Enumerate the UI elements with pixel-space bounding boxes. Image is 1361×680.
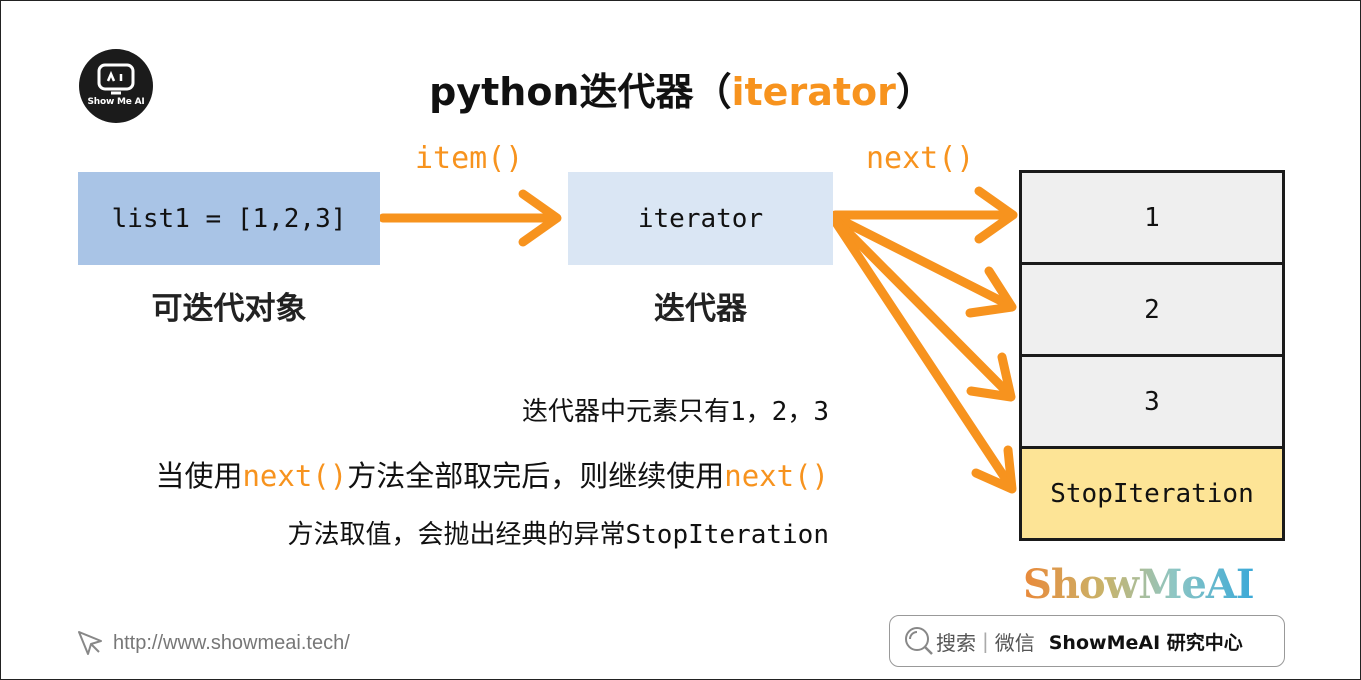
- title-accent: iterator: [731, 70, 896, 114]
- showmeai-logo: Show Me AI: [79, 49, 153, 123]
- arrowhead-next-3: [966, 352, 1016, 402]
- search-badge[interactable]: 搜索 | 微信 ShowMeAI 研究中心: [889, 615, 1285, 667]
- note-highlight: next(): [242, 459, 348, 493]
- arrow-next-2: [830, 212, 1010, 308]
- search-icon: [905, 627, 933, 655]
- cursor-icon: [78, 631, 102, 655]
- arrow-next-3: [830, 214, 1010, 395]
- search-label: 搜索: [936, 630, 976, 655]
- arrowhead-next-4: [971, 445, 1017, 494]
- url-text[interactable]: http://www.showmeai.tech/: [113, 631, 350, 654]
- iterable-caption: 可迭代对象: [151, 291, 307, 327]
- arrowhead-item: [518, 189, 562, 247]
- stack-cell: 3: [1019, 354, 1285, 449]
- iterable-code: list1 = [1,2,3]: [111, 203, 347, 234]
- logo-text: Show Me AI: [87, 97, 145, 107]
- note-line-2: 当使用next()方法全部取完后，则继续使用next(): [155, 453, 829, 495]
- robot-icon: [97, 63, 135, 95]
- title-main: python迭代器（: [429, 70, 732, 114]
- arrow-next-4: [830, 216, 1012, 486]
- title-end: ）: [895, 70, 934, 114]
- iterator-box: iterator: [568, 172, 833, 265]
- note-line-1: 迭代器中元素只有1，2，3: [522, 397, 829, 427]
- brand-wordmark: ShowMeAI: [1023, 561, 1255, 608]
- separator: |: [982, 629, 989, 653]
- next-method-label: next(): [866, 141, 975, 176]
- note-highlight: next(): [724, 459, 829, 493]
- note-text: 方法全部取完后，则继续使用: [347, 459, 725, 493]
- iterable-box: list1 = [1,2,3]: [78, 172, 380, 265]
- item-method-label: item(): [415, 141, 524, 176]
- iterator-caption: 迭代器: [654, 291, 747, 327]
- stop-iteration-cell: StopIteration: [1019, 446, 1285, 541]
- page-title: python迭代器（iterator）: [1, 61, 1360, 116]
- note-text: 当使用: [155, 459, 243, 493]
- stack-cell: 1: [1019, 170, 1285, 265]
- note-line-3: 方法取值，会抛出经典的异常StopIteration: [287, 520, 830, 550]
- value-stack: 1 2 3 StopIteration: [1019, 170, 1285, 541]
- stack-cell: 2: [1019, 262, 1285, 357]
- footer-url[interactable]: http://www.showmeai.tech/: [75, 628, 350, 658]
- iterator-code: iterator: [637, 203, 764, 234]
- org-label: ShowMeAI 研究中心: [1048, 631, 1243, 654]
- arrowhead-next-2: [965, 266, 1017, 318]
- arrowhead-next-1: [974, 186, 1018, 244]
- wechat-label: 微信: [994, 630, 1035, 655]
